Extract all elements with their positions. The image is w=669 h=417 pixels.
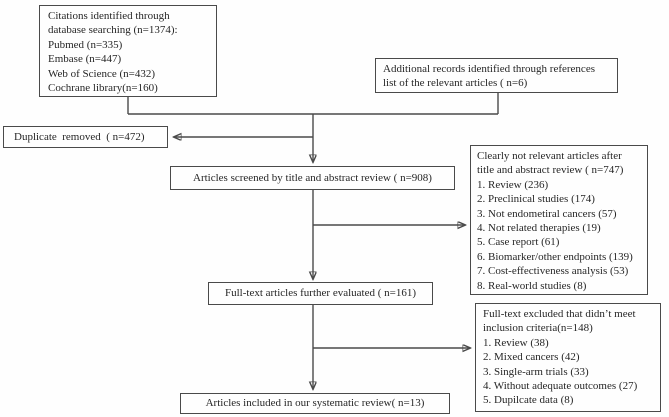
box-fulltext-evaluated: Full-text articles further evaluated ( n… bbox=[208, 282, 433, 305]
box-fulltext-excluded: Full-text excluded that didn’t meet incl… bbox=[475, 303, 661, 412]
box-citations-identified: Citations identified through database se… bbox=[39, 5, 217, 97]
box-not-relevant-excluded: Clearly not relevant articles after titl… bbox=[470, 145, 648, 295]
box-additional-records: Additional records identified through re… bbox=[375, 58, 618, 93]
box-duplicates-removed: Duplicate removed ( n=472) bbox=[3, 126, 168, 148]
box-included-in-review: Articles included in our systematic revi… bbox=[180, 393, 450, 414]
box-title-abstract-screened: Articles screened by title and abstract … bbox=[170, 166, 455, 190]
